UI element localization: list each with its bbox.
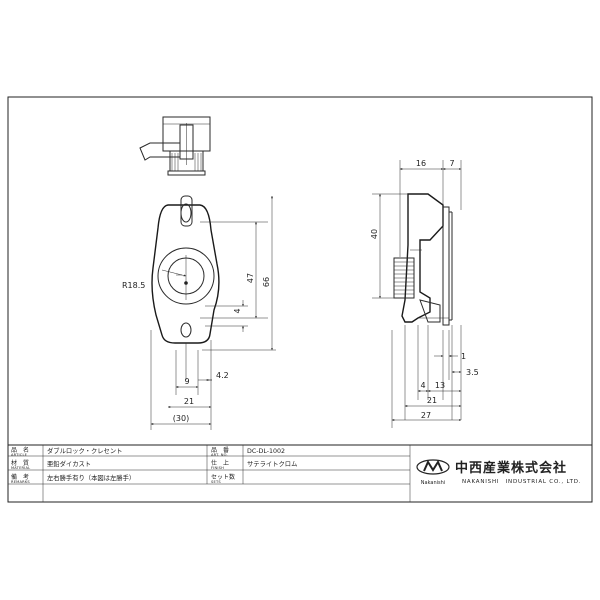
dim-21-side: 21 xyxy=(427,396,437,405)
dim-7: 7 xyxy=(449,159,454,168)
dim-30: (30) xyxy=(173,414,189,423)
label-hinban-en: ART. NO. xyxy=(211,453,228,457)
front-view xyxy=(151,195,220,380)
label-shiage: 仕 上 xyxy=(211,459,229,467)
side-dimension-labels: 16 7 40 1 3.5 4 13 21 27 xyxy=(370,159,479,420)
logo-caption: Nakanishi xyxy=(421,480,445,486)
dim-1: 1 xyxy=(461,352,466,361)
knurl-top xyxy=(171,153,202,171)
dim-9: 9 xyxy=(184,377,189,386)
value-material: 亜鉛ダイカスト xyxy=(47,459,91,468)
label-biko-en: REMARKS xyxy=(11,480,30,484)
value-art-no: DC-DL-1002 xyxy=(247,448,285,455)
dim-r18-5: R18.5 xyxy=(122,281,145,290)
drawing-frame xyxy=(7,96,593,503)
dim-21-front: 21 xyxy=(184,397,194,406)
value-finish: サテライトクロム xyxy=(247,460,297,468)
knurl-side xyxy=(394,261,414,295)
top-view xyxy=(139,116,211,176)
dim-27: 27 xyxy=(421,411,431,420)
front-dimension-labels: 47 66 4 R18.5 9 4.2 21 (30) xyxy=(122,273,271,423)
title-block xyxy=(7,444,593,503)
dim-47: 47 xyxy=(246,273,255,283)
front-dimension-lines xyxy=(150,195,276,430)
value-article: ダブルロック・クレセント xyxy=(47,446,122,455)
company-name-jp: 中西産業株式会社 xyxy=(455,460,567,476)
dim-40: 40 xyxy=(370,229,379,239)
side-dimension-lines xyxy=(372,160,462,428)
company-logo xyxy=(416,459,450,475)
label-hinban: 品 番 xyxy=(211,447,229,454)
company-name-en: NAKANISHI INDUSTRIAL CO., LTD. xyxy=(462,479,581,485)
label-setto: セット数 xyxy=(211,473,235,481)
dim-4-front: 4 xyxy=(233,308,242,313)
label-biko: 備 考 xyxy=(11,473,29,481)
dim-66: 66 xyxy=(262,277,271,287)
label-zaishitsu: 材 質 xyxy=(11,459,29,467)
side-view xyxy=(393,193,453,326)
label-shiage-en: FINISH xyxy=(211,466,224,470)
label-zaishitsu-en: MATERIAL xyxy=(11,466,30,470)
dim-3-5: 3.5 xyxy=(466,368,479,377)
dim-16: 16 xyxy=(416,159,426,168)
dim-13: 13 xyxy=(435,381,445,390)
label-hinmei: 品 名 xyxy=(11,446,29,454)
dim-4-2: 4.2 xyxy=(216,371,229,380)
value-remarks: 左右勝手有り（本図は左勝手） xyxy=(47,473,135,482)
dim-4-side: 4 xyxy=(420,381,425,390)
label-hinmei-en: ARTICLE xyxy=(11,453,28,457)
label-setto-en: SETS xyxy=(211,480,221,484)
title-labels: 品 名 ARTICLE ダブルロック・クレセント 材 質 MATERIAL 亜鉛… xyxy=(11,446,297,484)
